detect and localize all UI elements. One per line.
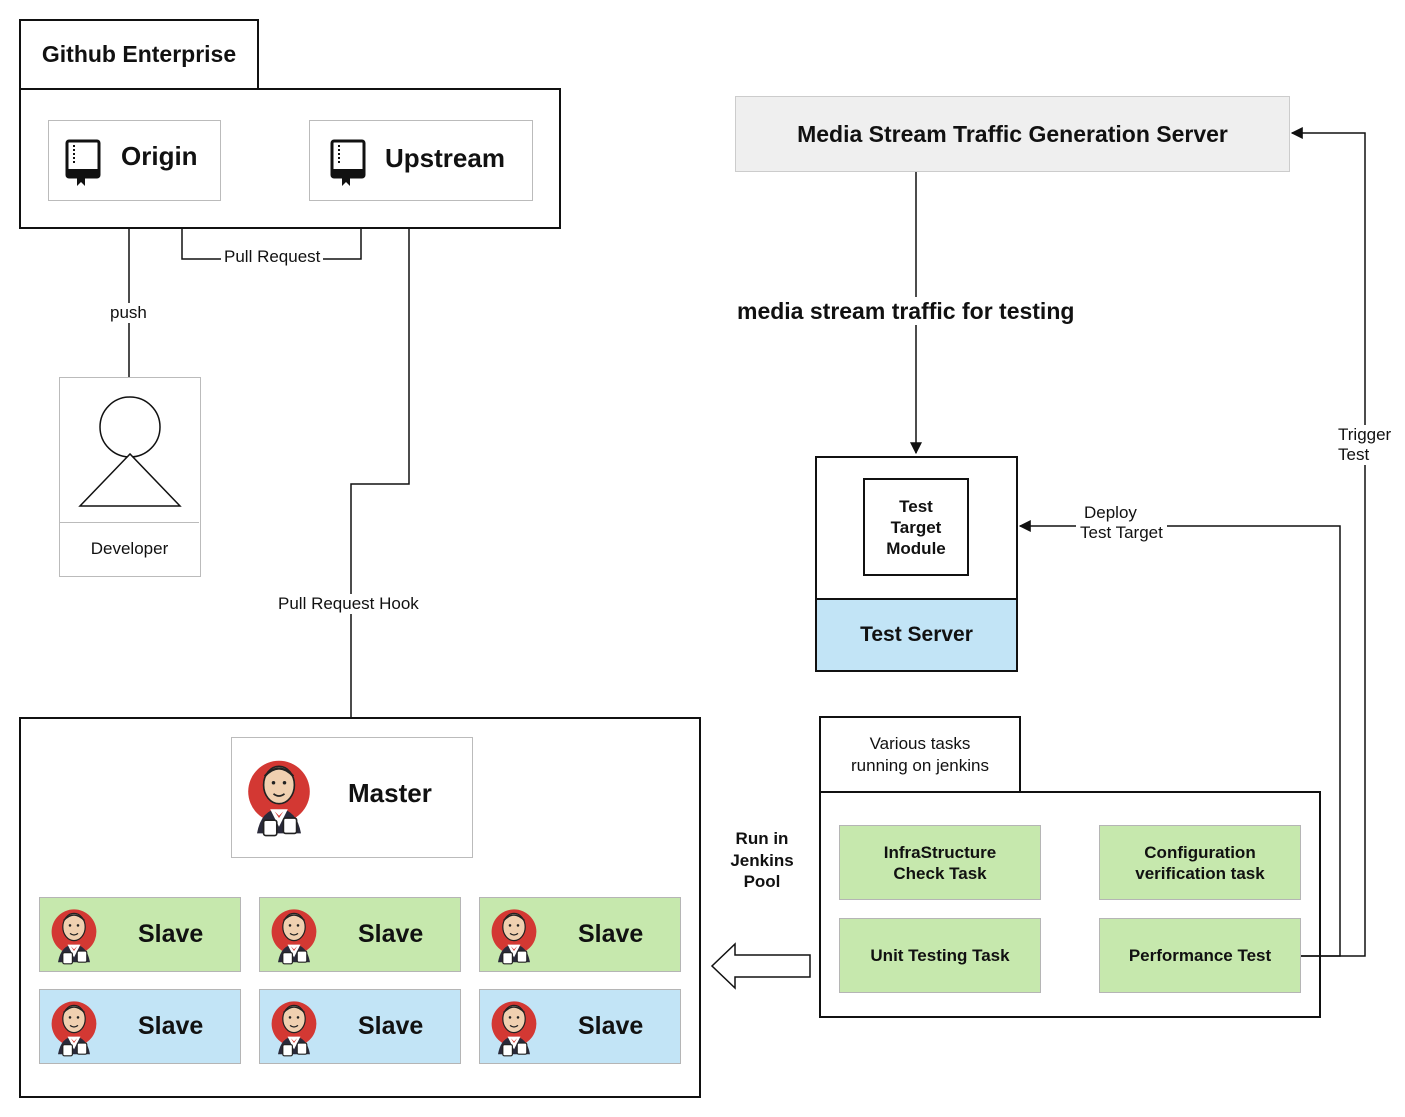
tasks-header: Various tasks running on jenkins	[819, 716, 1021, 793]
trigger-line: Trigger	[1338, 425, 1392, 444]
performance-test-task[interactable]: Performance Test	[1099, 918, 1301, 993]
jenkins-butler-icon	[50, 996, 98, 1058]
slave-label: Slave	[138, 920, 204, 948]
task-line: InfraStructure	[883, 842, 997, 862]
jenkins-butler-icon	[490, 996, 538, 1058]
push-label: push	[108, 303, 149, 323]
run-in-pool-label: Run in Jenkins Pool	[715, 828, 809, 893]
run-line: Pool	[743, 872, 781, 891]
task-line: verification task	[1135, 863, 1265, 883]
module-line: Test	[899, 496, 933, 516]
slave-node[interactable]: Slave	[479, 897, 681, 972]
upstream-label: Upstream	[385, 143, 505, 173]
infra-check-task[interactable]: InfraStructure Check Task	[839, 825, 1041, 900]
jenkins-master[interactable]: Master	[231, 737, 473, 858]
slave-node[interactable]: Slave	[259, 989, 461, 1064]
trigger-label: Trigger Test	[1336, 425, 1394, 465]
origin-repo[interactable]: Origin	[48, 120, 221, 201]
task-line: Configuration	[1144, 842, 1256, 862]
github-title: Github Enterprise	[19, 19, 259, 90]
task-line: Check Task	[893, 863, 987, 883]
slave-label: Slave	[358, 1012, 424, 1040]
slave-node[interactable]: Slave	[39, 989, 241, 1064]
deploy-line: Deploy	[1084, 503, 1137, 522]
run-line: Run in	[735, 829, 789, 848]
pull-request-hook-edge	[345, 228, 410, 736]
deploy-line: Test Target	[1080, 523, 1163, 542]
pull-request-hook-label: Pull Request Hook	[276, 594, 421, 614]
slave-node[interactable]: Slave	[479, 989, 681, 1064]
test-server-label: Test Server	[860, 623, 973, 646]
slave-node[interactable]: Slave	[39, 897, 241, 972]
run-in-pool-arrow	[710, 942, 811, 990]
person-icon	[78, 396, 182, 507]
repo-book-icon	[330, 139, 366, 187]
slave-node[interactable]: Slave	[259, 897, 461, 972]
origin-label: Origin	[121, 141, 198, 171]
jenkins-butler-icon	[246, 754, 312, 838]
module-line: Target	[890, 517, 942, 537]
trigger-edge	[1290, 127, 1366, 957]
pull-request-label: Pull Request	[221, 247, 324, 267]
slave-label: Slave	[578, 1012, 644, 1040]
module-line: Module	[886, 538, 946, 558]
jenkins-butler-icon	[270, 996, 318, 1058]
master-label: Master	[348, 778, 432, 808]
slave-label: Slave	[358, 920, 424, 948]
tasks-header-line: running on jenkins	[851, 755, 989, 775]
unit-testing-task[interactable]: Unit Testing Task	[839, 918, 1041, 993]
tasks-header-line: Various tasks	[869, 733, 971, 753]
media-stream-label: media stream traffic for testing	[735, 297, 1077, 325]
repo-book-icon	[65, 139, 101, 187]
developer-actor[interactable]: Developer	[59, 377, 201, 577]
jenkins-butler-icon	[50, 904, 98, 966]
test-target-module[interactable]: Test Target Module	[863, 478, 969, 576]
slave-label: Slave	[578, 920, 644, 948]
slave-label: Slave	[138, 1012, 204, 1040]
run-line: Jenkins	[730, 850, 794, 870]
config-verification-task[interactable]: Configuration verification task	[1099, 825, 1301, 900]
jenkins-butler-icon	[490, 904, 538, 966]
jenkins-butler-icon	[270, 904, 318, 966]
tasks-container	[819, 791, 1321, 1018]
upstream-repo[interactable]: Upstream	[309, 120, 533, 201]
developer-label: Developer	[90, 539, 169, 558]
trigger-line: Test	[1338, 445, 1370, 464]
media-server[interactable]: Media Stream Traffic Generation Server	[735, 96, 1290, 172]
deploy-label: Deploy Test Target	[1076, 503, 1167, 543]
